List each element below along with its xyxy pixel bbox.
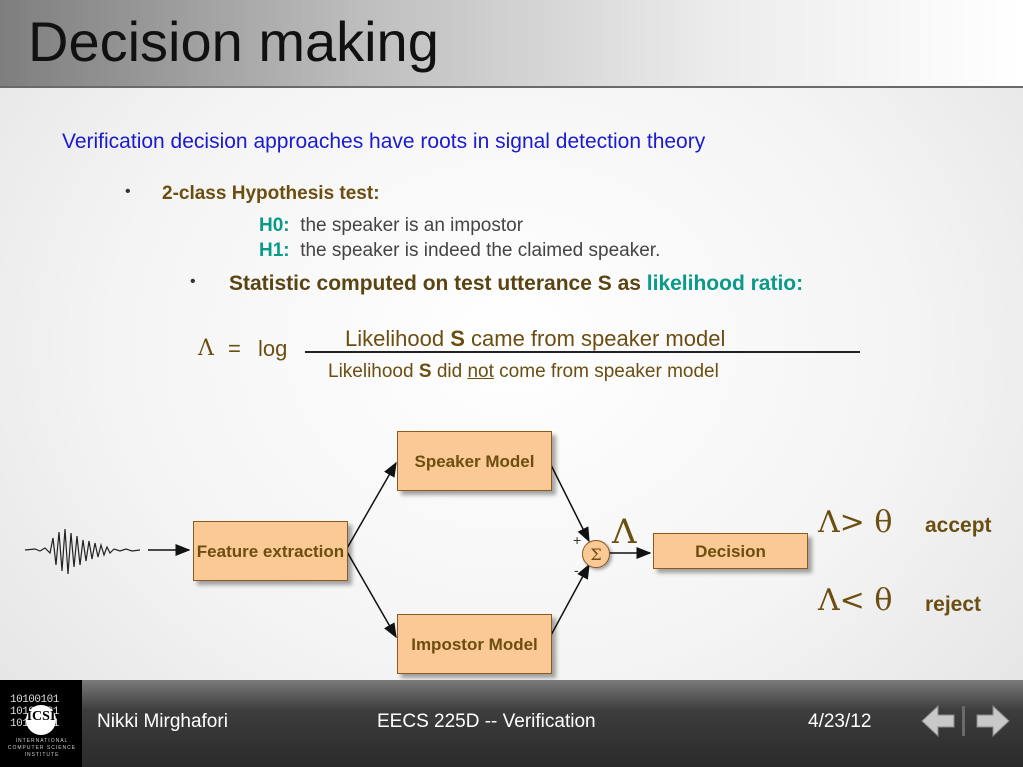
bullet-1-text: 2-class Hypothesis test: bbox=[162, 183, 380, 204]
reject-label: reject bbox=[925, 593, 982, 616]
formula-log: log bbox=[258, 336, 288, 361]
decision-box: Decision bbox=[653, 533, 808, 569]
icsi-logo: 10100101 10100101 10100101 ICSI INTERNAT… bbox=[0, 680, 82, 767]
arrow-impostor-to-sum bbox=[549, 563, 590, 638]
intro-text: Verification decision approaches have ro… bbox=[62, 130, 706, 153]
sum-node: Σ bbox=[582, 540, 610, 568]
bullet-2-text: Statistic computed on test utterance S a… bbox=[229, 272, 803, 296]
accept-label: accept bbox=[925, 514, 992, 537]
denominator-s: S bbox=[418, 361, 432, 382]
reject-condition: Λ< θ bbox=[818, 583, 893, 618]
footer-course: EECS 225D -- Verification bbox=[377, 711, 596, 732]
logo-text: ICSI bbox=[26, 709, 56, 724]
bullet-2-highlight: likelihood ratio: bbox=[646, 272, 804, 295]
fraction-bar bbox=[305, 351, 860, 353]
hypothesis-h1: H1: the speaker is indeed the claimed sp… bbox=[259, 240, 660, 262]
h1-text: the speaker is indeed the claimed speake… bbox=[300, 240, 661, 261]
numerator-s: S bbox=[450, 326, 465, 351]
bullet-1-marker: • bbox=[125, 183, 131, 200]
h0-label: H0: bbox=[259, 215, 290, 236]
h1-label: H1: bbox=[259, 240, 290, 261]
arrow-feature-to-impostor bbox=[345, 549, 397, 639]
minus-sign: - bbox=[574, 562, 579, 578]
title-bar: Decision making bbox=[0, 0, 1023, 88]
hypothesis-h0: H0: the speaker is an impostor bbox=[259, 215, 523, 237]
arrow-feature-to-speaker bbox=[345, 461, 397, 551]
denominator-mid: did bbox=[436, 361, 463, 382]
speaker-model-box: Speaker Model bbox=[397, 431, 552, 491]
arrow-speaker-to-sum bbox=[549, 462, 590, 543]
lambda-output: Λ bbox=[612, 512, 637, 552]
formula-numerator: Likelihood S came from speaker model bbox=[345, 326, 725, 352]
impostor-model-box: Impostor Model bbox=[397, 614, 552, 674]
formula-denominator: Likelihood S did not come from speaker m… bbox=[328, 361, 719, 383]
footer-bar bbox=[0, 680, 1023, 767]
numerator-post: came from speaker model bbox=[471, 326, 726, 351]
formula-lambda: Λ bbox=[198, 336, 214, 361]
denominator-pre: Likelihood bbox=[328, 361, 414, 382]
accept-condition: Λ> θ bbox=[818, 505, 893, 540]
plus-sign: + bbox=[573, 532, 582, 548]
feature-extraction-box: Feature extraction bbox=[193, 521, 348, 581]
denominator-post: come from speaker model bbox=[499, 361, 719, 382]
h0-text: the speaker is an impostor bbox=[300, 215, 524, 236]
numerator-pre: Likelihood bbox=[345, 326, 445, 351]
bullet-2-main: Statistic computed on test utterance S a… bbox=[229, 272, 641, 295]
bullet-2-marker: • bbox=[190, 273, 196, 290]
slide-title: Decision making bbox=[28, 10, 439, 73]
footer-date: 4/23/12 bbox=[808, 711, 872, 732]
logo-circle bbox=[26, 705, 56, 735]
arrow-right-icon[interactable] bbox=[975, 702, 1011, 740]
logo-bits-row: 10100101 bbox=[10, 694, 59, 706]
speech-waveform bbox=[24, 528, 141, 575]
arrow-left-icon[interactable] bbox=[920, 702, 956, 740]
nav-divider bbox=[962, 706, 965, 736]
footer-author: Nikki Mirghafori bbox=[97, 711, 228, 732]
formula-equals: = bbox=[228, 336, 241, 361]
logo-subtitle: INTERNATIONAL COMPUTER SCIENCE INSTITUTE bbox=[7, 738, 77, 758]
denominator-not: not bbox=[467, 361, 494, 382]
